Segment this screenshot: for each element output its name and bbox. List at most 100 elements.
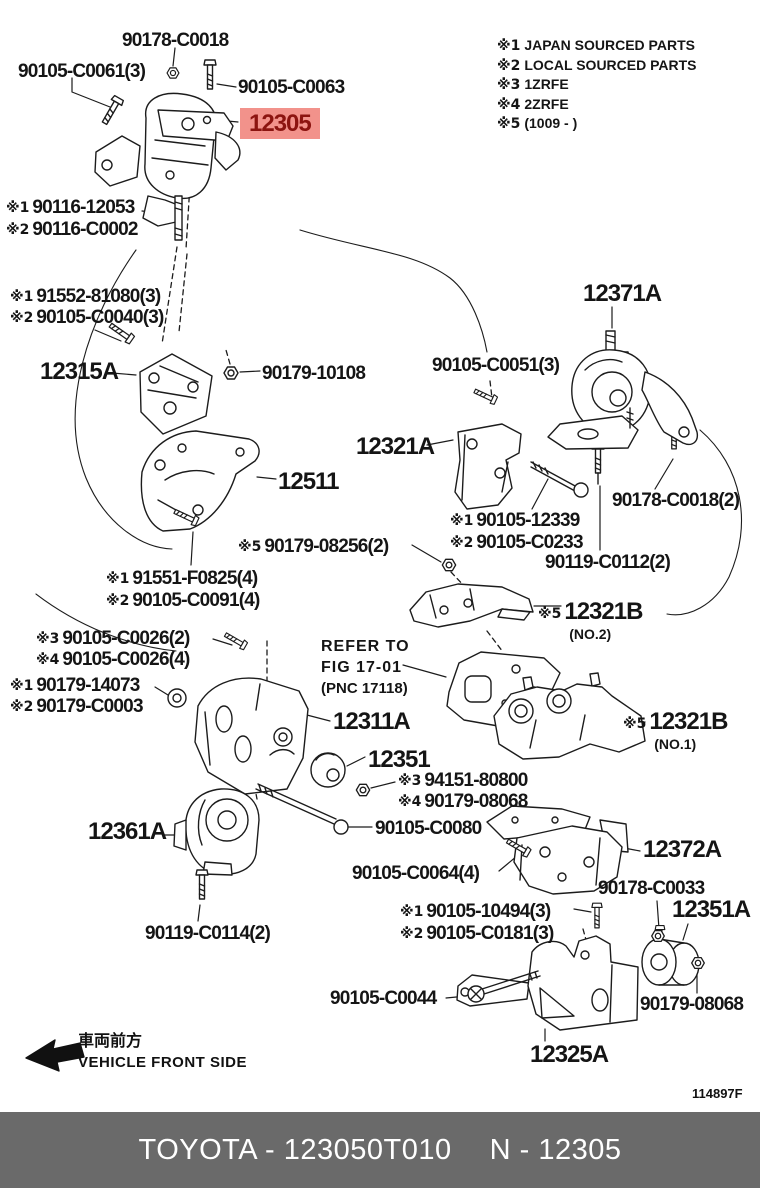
part-12351-drawing — [310, 752, 371, 797]
part-number: 90105-10494(3) — [426, 901, 551, 922]
part-number: 12372A — [643, 836, 722, 863]
part-label-12315A: 12315A — [40, 360, 119, 384]
part-number: 90105-C0080 — [375, 818, 482, 839]
part-number: 90178-C0018(2) — [612, 490, 740, 511]
part-label-90105-C0063: 90105-C0063 — [238, 78, 345, 97]
part-number: 90105-C0233 — [476, 532, 583, 553]
legend-text: JAPAN SOURCED PARTS — [524, 37, 695, 53]
part-12351a-drawing — [641, 929, 705, 986]
legend-text: 2ZRFE — [524, 95, 569, 112]
part-number: 94151-80800 — [424, 770, 528, 791]
ref-mark: ※3 — [497, 77, 521, 93]
part-label-12351A: 12351A — [672, 898, 751, 922]
ref-mark: ※3 — [36, 631, 60, 647]
ref-mark: ※2 — [10, 310, 34, 326]
legend-text: (1009 - ) — [524, 115, 578, 131]
part-number: 90105-C0051(3) — [432, 355, 560, 376]
bolt-90105-c0080 — [255, 783, 349, 835]
part-number: 90179-08068 — [424, 791, 528, 812]
ref-mark: ※1 — [10, 289, 34, 305]
part-12311a-drawing — [167, 629, 309, 795]
part-number: 90105-C0064(4) — [352, 863, 480, 884]
vehicle-front-jp: 車両前方 — [78, 1033, 143, 1050]
vehicle-front-note: 車両前方 VEHICLE FRONT SIDE — [78, 1031, 247, 1073]
legend-text: LOCAL SOURCED PARTS — [524, 56, 697, 73]
part-number: 90178-C0033 — [598, 878, 705, 899]
part-label-12321A: 12321A — [356, 433, 435, 460]
part-12325a-drawing — [456, 935, 639, 1031]
part-number: 90105-C0061(3) — [18, 61, 146, 82]
part-label-12371A: 12371A — [583, 280, 662, 307]
part-label-12351: 12351 — [368, 748, 431, 772]
ref-mark: ※5 — [238, 539, 262, 555]
ref-mark: ※2 — [10, 699, 34, 715]
bolt-90105-12339 — [530, 461, 589, 498]
part-number: 90116-12053 — [32, 197, 135, 218]
ref-mark: ※4 — [497, 96, 521, 113]
ref-mark: ※1 — [450, 513, 474, 529]
part-number: 90105-C0026(2) — [62, 628, 190, 649]
part-number: 12325A — [530, 1041, 609, 1068]
part-number: 90105-C0026(4) — [62, 649, 190, 670]
part-label-90105-C0051(3): 90105-C0051(3) — [432, 355, 560, 376]
part-number: 90105-12339 — [476, 510, 580, 531]
part-number: 12321A — [356, 433, 435, 460]
ref-mark: ※4 — [36, 652, 60, 668]
part-12321b-no2-drawing — [409, 558, 534, 628]
part-sub-label: (NO.1) — [654, 736, 697, 752]
ref-mark: ※2 — [6, 222, 30, 238]
part-number: 12371A — [583, 280, 662, 307]
ref-mark: ※5 — [497, 116, 521, 132]
part-label-12372A: 12372A — [643, 836, 722, 863]
part-number: 12511 — [278, 468, 339, 495]
ref-mark: ※2 — [450, 535, 474, 551]
vehicle-front-arrow — [25, 1039, 85, 1072]
footer-bar: TOYOTA - 123050T010 N - 12305 — [0, 1112, 760, 1188]
part-number: 12311A — [333, 708, 411, 735]
ref-mark: ※3 — [398, 773, 422, 789]
part-number: 90105-C0181(3) — [426, 923, 554, 944]
part-label-90119-C0114(2): 90119-C0114(2) — [145, 924, 271, 943]
ref-mark: ※1 — [6, 200, 30, 216]
vehicle-front-en: VEHICLE FRONT SIDE — [78, 1054, 248, 1071]
part-number: 90105-C0091(4) — [132, 590, 260, 611]
ref-mark: ※5 — [538, 606, 562, 622]
engine-outline-curves — [35, 229, 743, 652]
doc-number: 114897F — [692, 1086, 743, 1101]
legend-row: ※5(1009 - ) — [497, 114, 697, 134]
part-number: 90179-10108 — [262, 363, 366, 384]
footer-pnc: N - 12305 — [489, 1133, 622, 1166]
part-number: 90178-C0018 — [122, 30, 229, 51]
part-12371a-drawing — [472, 330, 699, 450]
part-label-90179-08068: 90179-08068 — [640, 994, 744, 1015]
ref-mark: ※1 — [106, 571, 130, 587]
part-label-90105-C0061(3): 90105-C0061(3) — [18, 61, 146, 82]
part-label-12305: 12305 — [240, 108, 320, 139]
part-number: 12321B — [564, 598, 643, 625]
ref-mark: ※2 — [497, 57, 521, 74]
part-label-90179-10108: 90179-10108 — [262, 363, 366, 384]
ref-mark: ※2 — [400, 926, 424, 942]
part-label-90105-C0064(4): 90105-C0064(4) — [352, 863, 480, 884]
part-number: 91552-81080(3) — [36, 286, 161, 307]
part-number: 90179-08068 — [640, 994, 744, 1015]
part-label-90105-C0080: 90105-C0080 — [375, 818, 482, 839]
part-number: 90105-C0044 — [330, 988, 437, 1009]
